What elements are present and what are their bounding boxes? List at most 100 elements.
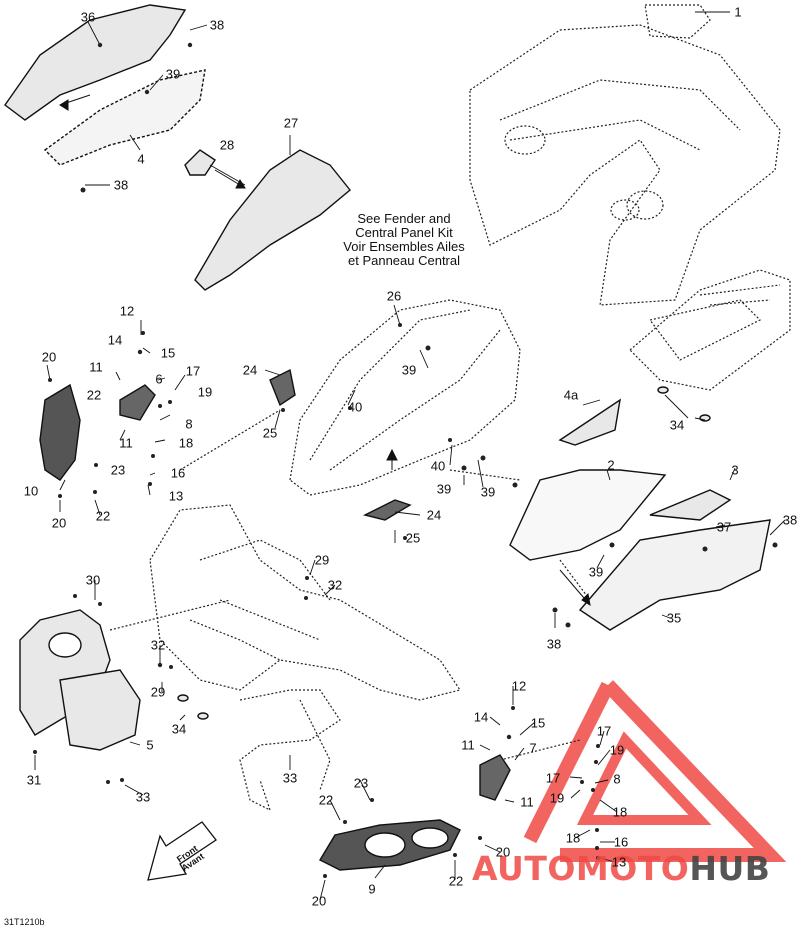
callout-19: 19	[609, 742, 625, 758]
callout-15: 15	[160, 345, 176, 361]
note-line-2: Central Panel Kit	[355, 225, 453, 240]
callout-11: 11	[119, 435, 133, 451]
callout-31: 31	[26, 772, 42, 788]
watermark-text: AUTOMOTOHUB	[472, 852, 770, 885]
callout-13: 13	[168, 488, 184, 504]
part-6	[119, 384, 156, 421]
callout-34: 34	[669, 417, 685, 433]
callout-8: 8	[613, 771, 621, 787]
callout-32: 32	[150, 637, 166, 653]
callout-36: 36	[80, 9, 96, 25]
callout-20: 20	[311, 893, 327, 909]
callout-29: 29	[150, 684, 166, 700]
callout-19: 19	[549, 790, 565, 806]
part-1-decal	[644, 4, 711, 39]
callout-7: 7	[529, 740, 537, 756]
callout-23: 23	[353, 775, 369, 791]
callout-18: 18	[612, 804, 628, 820]
part-10	[39, 383, 81, 481]
callout-25: 25	[262, 425, 278, 441]
part-front-frame	[239, 689, 341, 812]
callout-39: 39	[165, 66, 181, 82]
callout-40: 40	[430, 458, 446, 474]
callout-35: 35	[666, 610, 682, 626]
part-28	[184, 149, 216, 176]
fender-kit-note: See Fender and Central Panel Kit Voir En…	[343, 212, 464, 268]
callout-4: 4	[137, 151, 145, 167]
callout-20: 20	[51, 515, 67, 531]
callout-33: 33	[282, 770, 298, 786]
callout-17: 17	[545, 770, 561, 786]
callout-12: 12	[511, 678, 527, 694]
part-rear-rack	[629, 269, 791, 391]
callout-23: 23	[110, 462, 126, 478]
callout-4a: 4a	[563, 387, 579, 403]
callout-13: 13	[611, 854, 627, 870]
part-2	[509, 469, 667, 561]
figure-code: 31T1210b	[4, 917, 45, 927]
callout-10: 10	[23, 483, 39, 499]
callout-16: 16	[170, 465, 186, 481]
watermark-part1: AUTOMOTO	[472, 849, 690, 888]
callout-8: 8	[185, 416, 193, 432]
callout-39: 39	[588, 564, 604, 580]
callout-39: 39	[436, 481, 452, 497]
callout-19: 19	[197, 384, 213, 400]
callout-32: 32	[327, 577, 343, 593]
callout-14: 14	[107, 332, 123, 348]
callout-6: 6	[155, 371, 163, 387]
callout-14: 14	[473, 709, 489, 725]
callout-28: 28	[219, 137, 235, 153]
watermark-logo-icon	[523, 680, 787, 862]
callout-29: 29	[314, 552, 330, 568]
callout-39: 39	[401, 362, 417, 378]
callout-25: 25	[405, 530, 421, 546]
callout-11: 11	[461, 737, 475, 753]
callout-15: 15	[530, 715, 546, 731]
callout-11: 11	[520, 794, 534, 810]
callout-22: 22	[318, 792, 334, 808]
callout-34: 34	[171, 721, 187, 737]
callout-38: 38	[782, 512, 798, 528]
callout-20: 20	[41, 349, 57, 365]
note-line-3: Voir Ensembles Ailes	[343, 239, 465, 254]
part-7	[479, 754, 511, 801]
part-24b	[362, 499, 412, 521]
callout-16: 16	[613, 834, 629, 850]
callout-27: 27	[283, 115, 299, 131]
callout-18: 18	[565, 830, 581, 846]
part-4a	[558, 398, 621, 446]
part-rear-fender	[469, 24, 781, 306]
watermark-part2: HUB	[689, 849, 771, 888]
callout-22: 22	[448, 873, 464, 889]
callout-38: 38	[209, 17, 225, 33]
callout-5: 5	[146, 737, 154, 753]
callout-18: 18	[178, 435, 194, 451]
note-line-1: See Fender and	[357, 211, 451, 226]
callout-9: 9	[368, 881, 376, 897]
callout-2: 2	[607, 457, 615, 473]
callout-17: 17	[596, 723, 612, 739]
part-3	[649, 489, 732, 521]
callout-24: 24	[242, 362, 258, 378]
part-36	[4, 4, 187, 121]
callout-33: 33	[135, 789, 151, 805]
part-central-panel	[289, 299, 521, 496]
callout-37: 37	[716, 519, 732, 535]
callout-3: 3	[731, 462, 739, 478]
front-arrow-icon	[147, 821, 217, 881]
callout-11: 11	[89, 359, 103, 375]
callout-40: 40	[347, 399, 363, 415]
callout-39: 39	[480, 484, 496, 500]
part-4	[43, 69, 206, 166]
part-35	[578, 519, 771, 631]
callout-38: 38	[546, 636, 562, 652]
callout-20: 20	[495, 844, 511, 860]
callout-1: 1	[734, 4, 742, 20]
part-24a	[269, 368, 296, 407]
callout-30: 30	[85, 572, 101, 588]
part-27	[194, 149, 351, 291]
callout-17: 17	[185, 363, 201, 379]
